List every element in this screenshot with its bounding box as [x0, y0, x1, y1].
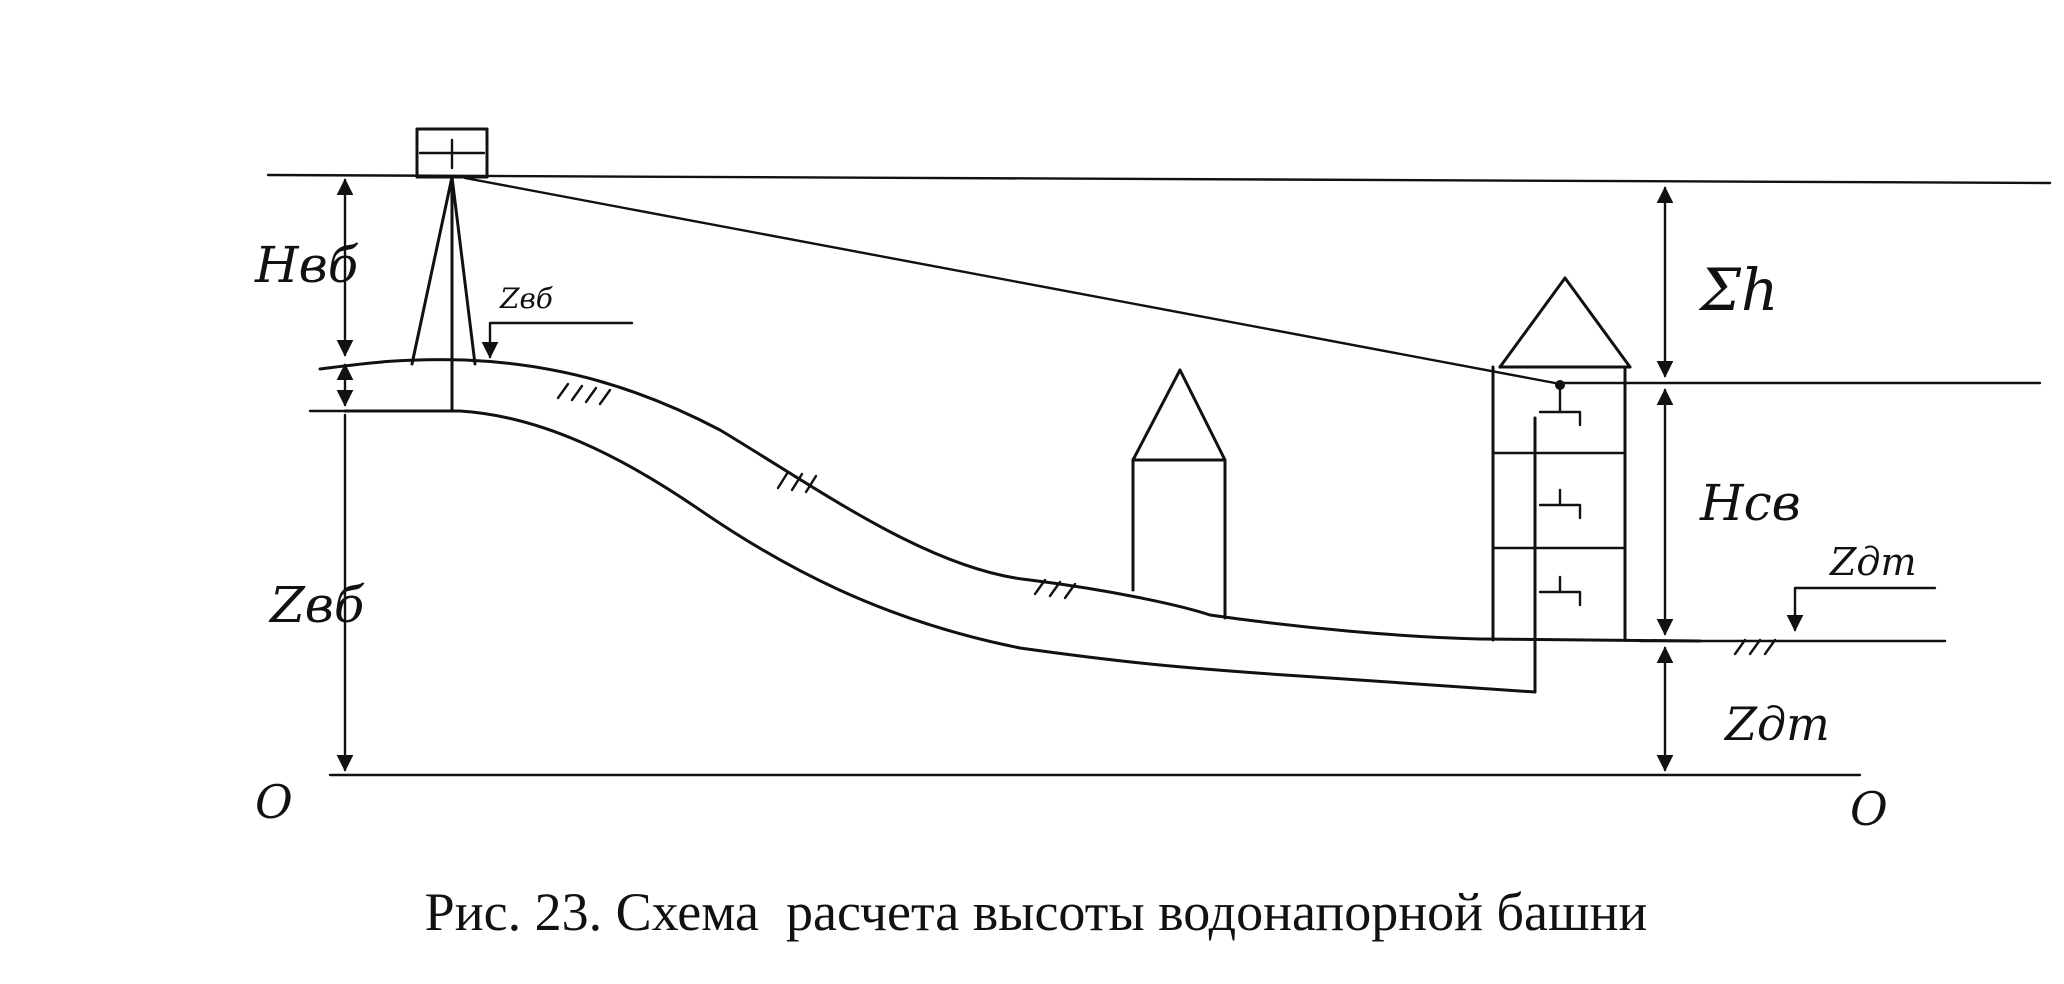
water-pipe	[343, 409, 1537, 694]
label-z-point-marker: Zдт	[1829, 540, 1917, 584]
water-tower	[410, 127, 489, 413]
label-z-tower: Zвб	[268, 576, 365, 634]
label-z-tower-marker: Zвб	[499, 282, 554, 315]
label-h-tower: Hвб	[254, 236, 359, 294]
leader-z-tower	[481, 321, 634, 359]
tower-top-line	[266, 173, 2052, 185]
ground-hatching	[556, 382, 1777, 656]
label-sum-h: Σh	[1698, 256, 1778, 324]
apartment-building	[1491, 276, 1632, 642]
figure-caption: Рис. 23. Схема расчета высоты водонапорн…	[425, 882, 1648, 942]
label-datum-left: О	[255, 775, 293, 829]
leader-z-point	[1786, 586, 1937, 632]
ground-surface	[318, 358, 1702, 643]
piezometric-line	[463, 176, 1557, 385]
label-datum-right: О	[1850, 782, 1888, 836]
label-h-free: Hсв	[1699, 474, 1801, 532]
label-z-point: Zдт	[1723, 697, 1830, 751]
small-house	[1131, 368, 1227, 620]
